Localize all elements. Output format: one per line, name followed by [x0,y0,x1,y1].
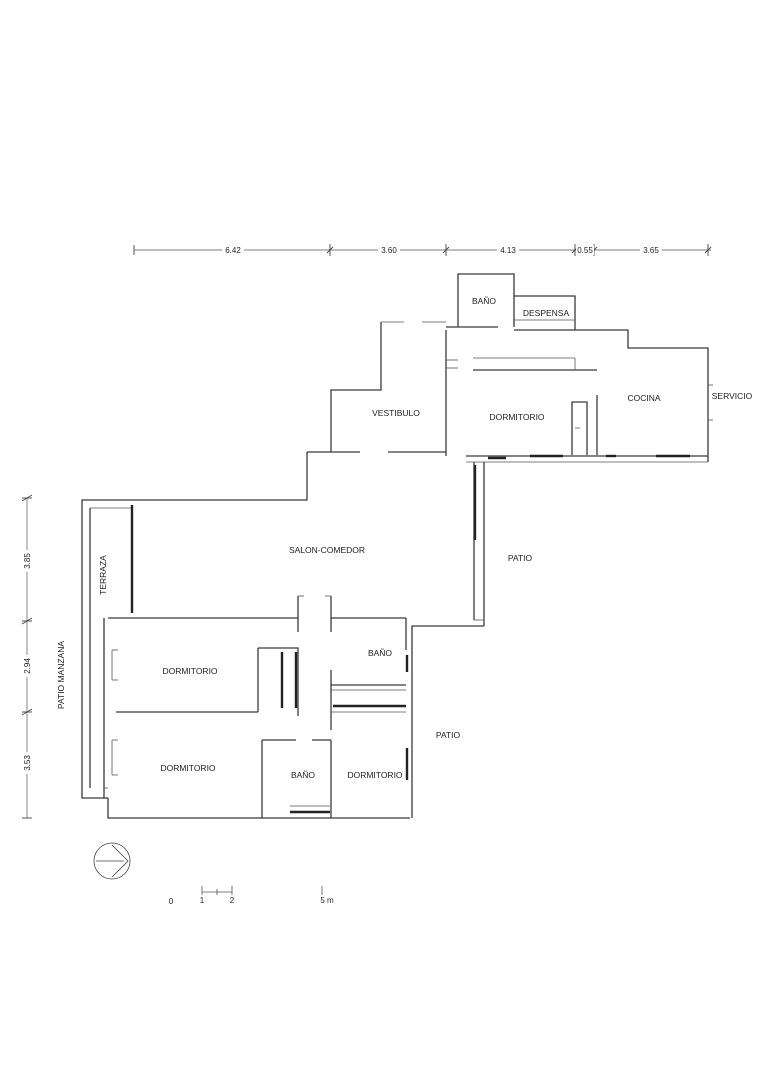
label-patio-lower: PATIO [436,730,461,740]
dim-left-1: 3.85 [23,553,32,569]
room-labels: BAÑO DESPENSA VESTIBULO DORMITORIO COCIN… [56,296,753,780]
top-dimension-chain: 6.42 3.60 4.13 0.55 3.65 [133,244,712,256]
label-dormitorio-bottom: DORMITORIO [347,770,402,780]
label-dormitorio-left2: DORMITORIO [160,763,215,773]
north-arrow-icon [93,842,131,880]
dim-top-5: 3.65 [643,246,659,255]
dim-top-1: 6.42 [225,246,241,255]
label-dormitorio-left1: DORMITORIO [162,666,217,676]
label-servicio: SERVICIO [712,391,753,401]
label-bano-bottom: BAÑO [291,770,315,780]
scale-bar: 0 1 2 5 m [169,886,334,906]
dim-left-2: 2.94 [23,658,32,674]
label-terraza: TERRAZA [98,555,108,595]
label-salon-comedor: SALON-COMEDOR [289,545,365,555]
scale-label-1: 1 [200,896,205,905]
dim-top-4: 0.55 [577,246,593,255]
label-patio-right: PATIO [508,553,533,563]
scale-label-5m: 5 m [320,896,334,905]
label-vestibulo: VESTIBULO [372,408,420,418]
walls [81,273,713,819]
label-bano-mid: BAÑO [368,648,392,658]
left-dimension-chain: 3.85 2.94 3.53 [21,494,33,819]
label-dormitorio-top: DORMITORIO [489,412,544,422]
label-despensa: DESPENSA [523,308,570,318]
dim-top-2: 3.60 [381,246,397,255]
label-patio-manzana: PATIO MANZANA [56,641,66,709]
dim-top-3: 4.13 [500,246,516,255]
label-bano-top: BAÑO [472,296,496,306]
scale-label-2: 2 [230,896,235,905]
label-cocina: COCINA [627,393,660,403]
dim-left-3: 3.53 [23,755,32,771]
scale-label-0: 0 [169,897,174,906]
